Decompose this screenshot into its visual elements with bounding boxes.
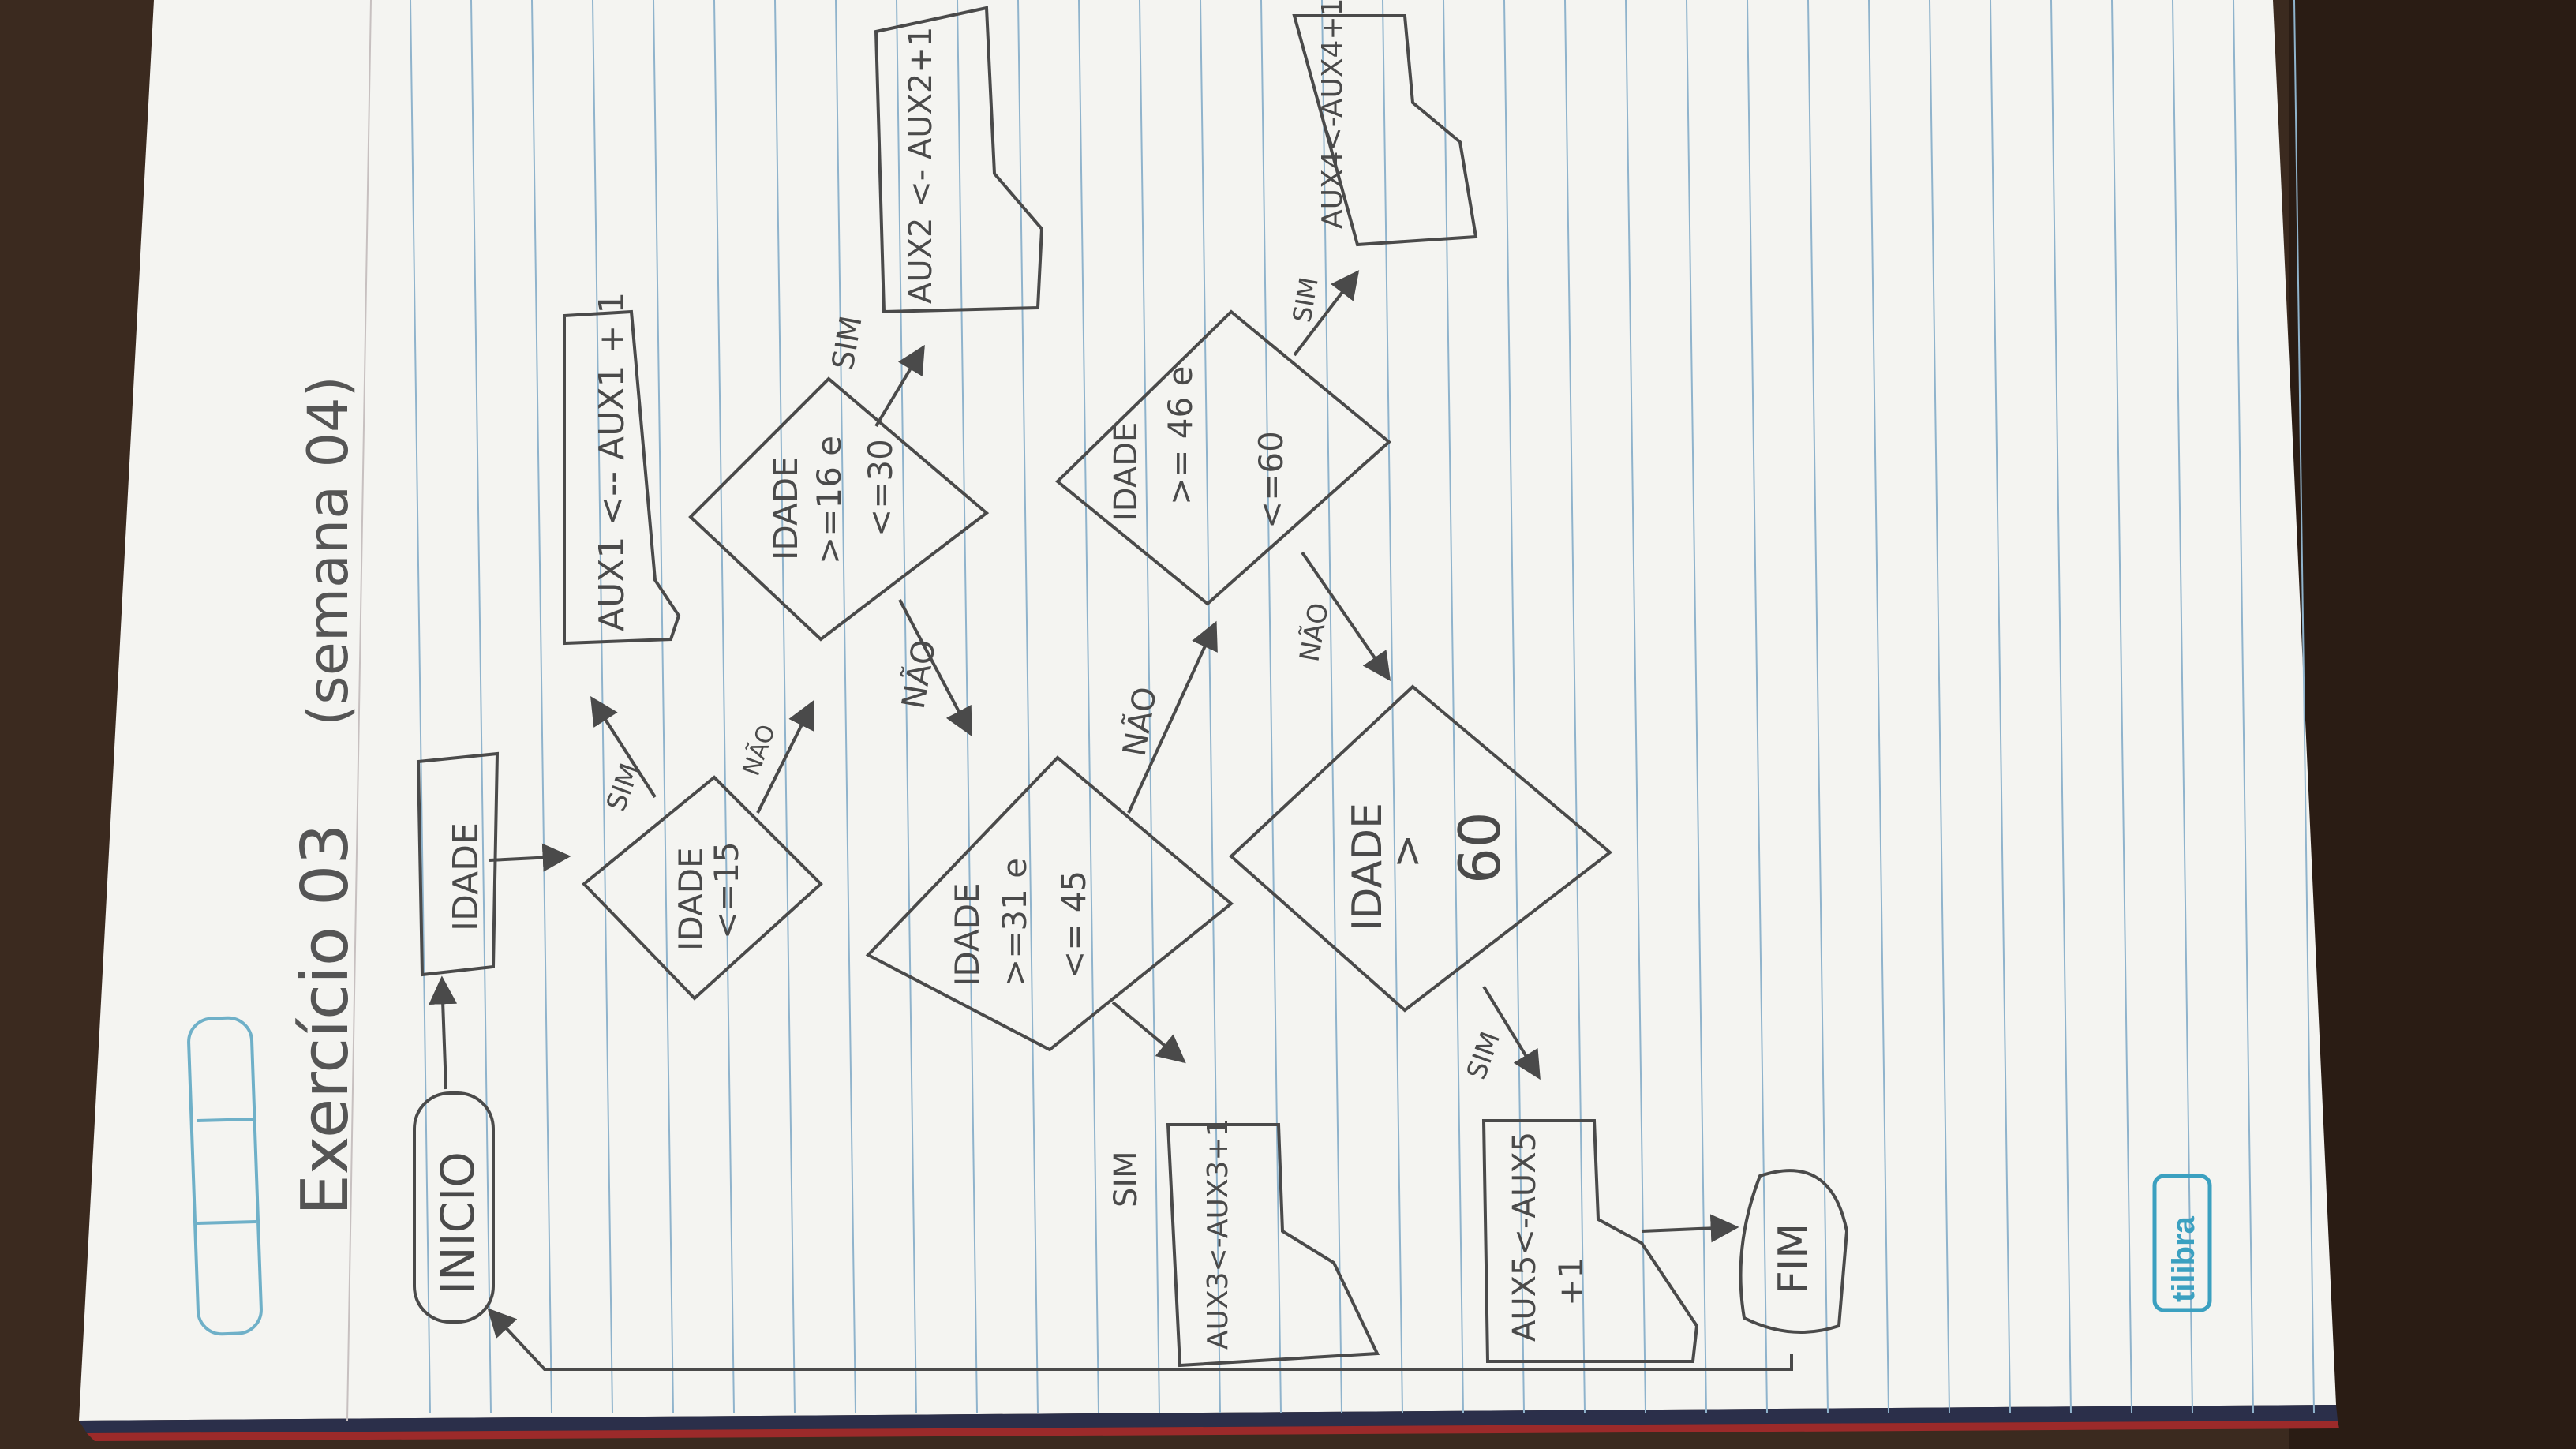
start-terminal	[413, 1091, 495, 1324]
ruled-line	[2050, 0, 2072, 1413]
arrow-start-input	[429, 975, 458, 1090]
decision-1-var: IDADE	[672, 847, 710, 951]
ruled-line	[1564, 0, 1586, 1413]
decision-2-cond2: <=30	[861, 439, 900, 537]
decision-3-cond2: <= 45	[1054, 871, 1093, 979]
ruled-line	[2233, 0, 2254, 1413]
ruled-line	[1260, 0, 1282, 1413]
ruled-line	[1747, 0, 1768, 1413]
ruled-line	[1078, 0, 1099, 1413]
arrow-d4-no-d5	[1301, 551, 1391, 681]
margin-line	[346, 0, 372, 1421]
ruled-line	[774, 0, 796, 1413]
ruled-line	[470, 0, 492, 1413]
process-aux4	[1292, 14, 1478, 247]
end-terminal	[1739, 1169, 1849, 1334]
process-aux1	[563, 309, 681, 646]
ruled-line	[1503, 0, 1525, 1413]
date-box	[187, 1016, 263, 1336]
notebook-page	[79, 0, 2339, 1441]
decision-1-cond: <=15	[707, 841, 746, 939]
process-aux3-label: AUX3<-AUX3+1	[1202, 1118, 1234, 1350]
arrow-d1-yes-aux1	[590, 695, 657, 799]
input-parallelogram	[416, 751, 500, 977]
ruled-line	[2293, 0, 2315, 1413]
ruled-line	[1807, 0, 1829, 1413]
ruled-line	[1139, 0, 1160, 1413]
ruled-line	[1625, 0, 1646, 1413]
ruled-line	[410, 0, 431, 1413]
decision-4	[1055, 309, 1392, 606]
arrow-d4-yes-aux4	[1293, 270, 1360, 357]
arrow-loop-back	[487, 1308, 1793, 1371]
tilibra-badge: tilibra	[2152, 1174, 2212, 1312]
decision-5	[1229, 684, 1613, 1013]
process-aux4-label: AUX4<-AUX4+1	[1316, 0, 1349, 229]
arrow-d3-yes-aux3	[1111, 1001, 1186, 1064]
exercise-subtitle: (semana 04)	[296, 376, 361, 726]
ruled-line	[1868, 0, 1889, 1413]
ruled-line	[1443, 0, 1464, 1413]
decision-3	[865, 755, 1234, 1052]
arrow-d1-no-d2	[756, 699, 814, 814]
ruled-line	[1017, 0, 1039, 1413]
process-aux5	[1481, 1119, 1699, 1363]
process-aux5-line1: AUX5<-AUX5	[1507, 1132, 1543, 1342]
process-aux2	[874, 6, 1044, 314]
process-aux3	[1166, 1123, 1380, 1368]
ruled-line	[713, 0, 735, 1413]
ruled-line	[835, 0, 856, 1413]
decision-4-cond2: <=60	[1252, 431, 1290, 529]
yes-label-d3: SIM	[1108, 1151, 1144, 1208]
ruled-line	[653, 0, 674, 1413]
ruled-line	[531, 0, 552, 1413]
decision-5-var: IDADE	[1344, 803, 1391, 931]
exercise-title: Exercício 03	[288, 824, 363, 1215]
process-aux5-line2: +1	[1552, 1257, 1590, 1306]
decision-3-var: IDADE	[948, 882, 987, 987]
decision-1	[582, 775, 823, 1001]
ruled-line	[1200, 0, 1221, 1413]
ruled-line	[1686, 0, 1707, 1413]
start-label: INICIO	[431, 1151, 485, 1294]
end-label: FIM	[1770, 1223, 1818, 1294]
arrow-d2-yes-aux2	[874, 344, 925, 428]
decision-2-cond1: >=16 e	[810, 436, 848, 564]
desk-right-edge	[2289, 0, 2576, 1449]
ruled-line	[1990, 0, 2011, 1413]
decision-4-cond1: >= 46 e	[1161, 366, 1200, 505]
process-aux2-label: AUX2 <- AUX2+1	[903, 27, 939, 304]
input-label: IDADE	[446, 822, 486, 931]
decision-4-var: IDADE	[1108, 422, 1144, 521]
tilibra-logo-text: tilibra	[2166, 1215, 2201, 1302]
decision-3-cond1: >=31 e	[995, 858, 1034, 987]
decision-5-val: 60	[1447, 811, 1513, 884]
decision-2	[688, 376, 990, 642]
ruled-line	[1929, 0, 1950, 1413]
ruled-line	[896, 0, 917, 1413]
decision-2-var: IDADE	[766, 456, 805, 560]
arrow-d3-no-d4	[1127, 620, 1218, 814]
ruled-lines	[410, 0, 2315, 1413]
process-aux1-label: AUX1 <-- AUX1 + 1	[592, 292, 632, 631]
ruled-line	[2111, 0, 2132, 1413]
arrow-d2-no-d3	[898, 599, 972, 737]
decision-5-op: >	[1383, 833, 1431, 868]
arrow-input-d1	[489, 843, 571, 872]
arrow-d5-yes-aux5	[1482, 985, 1541, 1080]
arrow-aux5-end	[1641, 1214, 1739, 1243]
ruled-line	[1321, 0, 1342, 1413]
